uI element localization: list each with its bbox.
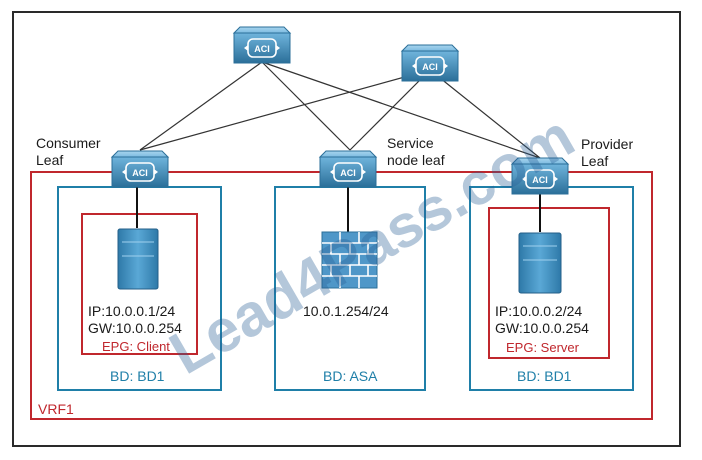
- client-epg-label: EPG: Client: [102, 339, 170, 354]
- firewall-icon: [321, 231, 378, 289]
- consumer-leaf-label-line2: Leaf: [36, 152, 64, 168]
- server-ip: IP:10.0.0.2/24: [495, 303, 583, 319]
- epg-box-server: [488, 207, 610, 359]
- epg-box-client: [81, 213, 198, 355]
- service-leaf-label-line1: Service: [387, 135, 434, 151]
- aci-icon-text: ACI: [422, 62, 438, 72]
- aci-icon-text: ACI: [532, 175, 548, 185]
- asa-bd-label: BD: ASA: [323, 368, 378, 384]
- outer-frame: [12, 11, 681, 447]
- vrf-label: VRF1: [38, 401, 74, 417]
- aci-icon-text: ACI: [340, 168, 356, 178]
- asa-ip: 10.0.1.254/24: [303, 303, 389, 319]
- client-ip: IP:10.0.0.1/24: [88, 303, 176, 319]
- consumer-leaf-label-line1: Consumer: [36, 135, 101, 151]
- aci-icon-text: ACI: [254, 44, 270, 54]
- client-bd-label: BD: BD1: [110, 368, 165, 384]
- client-server-icon: [117, 228, 159, 290]
- server-bd-label: BD: BD1: [517, 368, 572, 384]
- fabric-links: [139, 61, 541, 159]
- server-gw: GW:10.0.0.254: [495, 320, 589, 336]
- access-links: [136, 186, 541, 232]
- provider-leaf-label-line2: Leaf: [581, 153, 609, 169]
- provider-leaf-label-line1: Provider: [581, 136, 634, 152]
- service-leaf-label-line2: node leaf: [387, 152, 445, 168]
- server-epg-label: EPG: Server: [506, 340, 579, 355]
- client-gw: GW:10.0.0.254: [88, 320, 182, 336]
- aci-icon-text: ACI: [132, 168, 148, 178]
- provider-server-icon: [518, 232, 562, 294]
